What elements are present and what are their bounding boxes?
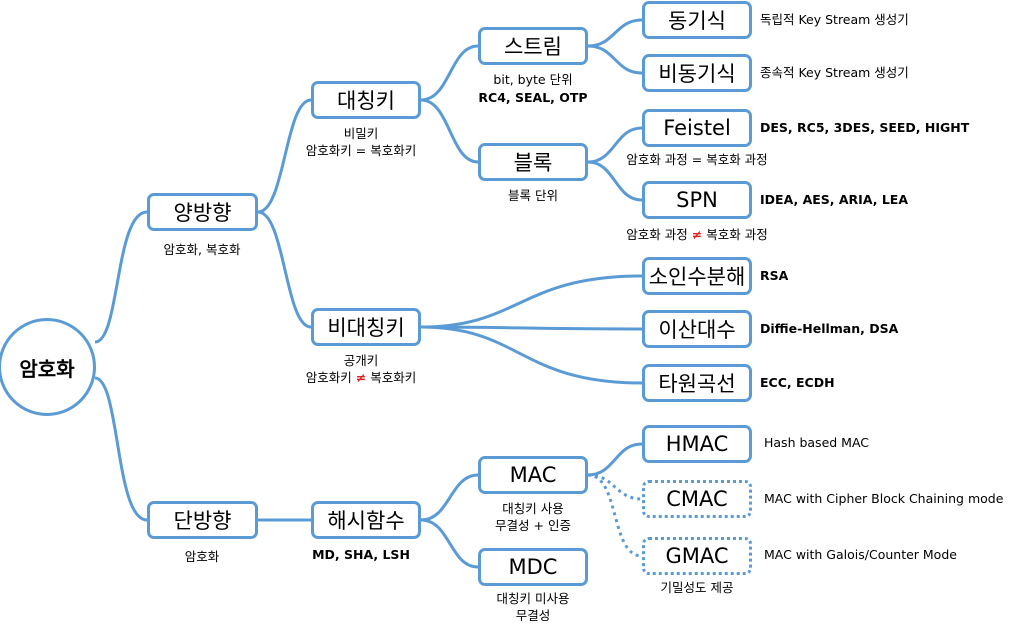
link-symmetric-stream [420, 44, 479, 102]
label-factorization: RSA [760, 268, 789, 283]
link-block-feistel [587, 126, 643, 164]
node-mdc: MDC [478, 548, 588, 586]
label-mdc-1: 대칭키 미사용 [496, 591, 570, 606]
node-gmac: GMAC [642, 537, 752, 575]
link-bidir-symmetric [257, 98, 312, 214]
node-hash-function: 해시함수 [311, 501, 421, 539]
link-symmetric-block [420, 98, 479, 164]
link-hash-mdc [420, 518, 479, 569]
label-spn-algorithms: IDEA, AES, ARIA, LEA [760, 192, 909, 207]
node-discrete-log: 이산대수 [642, 310, 752, 348]
label-unidirectional: 암호화 [184, 549, 220, 564]
node-bidirectional: 양방향 [147, 193, 258, 231]
label-spn-note: 암호화 과정 ≠ 복호화 과정 [626, 226, 767, 243]
node-feistel: Feistel [642, 109, 752, 147]
node-factorization: 소인수분해 [642, 257, 752, 295]
node-spn: SPN [642, 181, 752, 219]
label-spn-enc: 암호화 과정 [626, 227, 688, 242]
label-asymmetric-1: 공개키 [343, 353, 379, 368]
node-mac: MAC [478, 456, 588, 494]
link-root-bidirectional [94, 210, 148, 344]
node-block: 블록 [478, 143, 588, 181]
link-stream-sync [587, 18, 643, 48]
link-root-unidirectional [94, 376, 148, 522]
not-equal-sign: ≠ [355, 370, 367, 385]
node-stream: 스트림 [478, 27, 588, 65]
label-gmac: MAC with Galois/Counter Mode [764, 547, 957, 562]
label-stream-unit: bit, byte 단위 [493, 72, 573, 87]
node-cmac: CMAC [642, 480, 752, 518]
node-asymmetric: 비대칭키 [311, 308, 421, 346]
node-synchronous: 동기식 [642, 1, 752, 39]
not-equal-sign: ≠ [691, 227, 703, 242]
link-stream-async [587, 44, 643, 75]
label-feistel-algorithms: DES, RC5, 3DES, SEED, HIGHT [760, 120, 970, 135]
node-asynchronous: 비동기식 [642, 54, 752, 92]
label-elliptic-curve: ECC, ECDH [760, 375, 835, 390]
label-spn-dec: 복호화 과정 [706, 227, 768, 242]
label-asym-enc-key: 암호화키 [305, 370, 352, 385]
label-mac-1: 대칭키 사용 [502, 501, 564, 516]
node-hmac: HMAC [642, 425, 752, 463]
link-bidir-asymmetric [257, 210, 312, 329]
link-asym-ecc [420, 325, 643, 385]
label-block-unit: 블록 단위 [508, 188, 558, 203]
root-node-encryption: 암호화 [0, 318, 96, 416]
node-elliptic-curve: 타원곡선 [642, 364, 752, 402]
label-mdc-2: 무결성 [515, 608, 551, 623]
label-asymmetric-2: 암호화키 ≠ 복호화키 [306, 369, 416, 386]
label-discrete-log: Diffie-Hellman, DSA [760, 321, 899, 336]
label-bidirectional: 암호화, 복호화 [163, 242, 241, 257]
label-gmac-note: 기밀성도 제공 [660, 580, 734, 595]
label-feistel-note: 암호화 과정 = 복호화 과정 [626, 152, 768, 167]
node-unidirectional: 단방향 [147, 501, 258, 539]
link-mac-cmac [587, 473, 643, 501]
label-mac-2: 무결성 + 인증 [495, 518, 571, 533]
link-mac-hmac [587, 442, 643, 477]
link-hash-mac [420, 473, 479, 522]
label-asynchronous: 종속적 Key Stream 생성기 [760, 65, 909, 80]
link-block-spn [587, 160, 643, 202]
label-symmetric-2: 암호화키 = 복호화키 [305, 143, 417, 158]
label-stream-algorithms: RC4, SEAL, OTP [478, 90, 588, 105]
label-hmac: Hash based MAC [764, 435, 870, 450]
label-cmac: MAC with Cipher Block Chaining mode [764, 491, 1004, 506]
label-synchronous: 독립적 Key Stream 생성기 [760, 12, 909, 27]
label-symmetric-1: 비밀키 [343, 126, 379, 141]
label-hash-algorithms: MD, SHA, LSH [312, 547, 410, 562]
link-asym-dlog [420, 325, 643, 331]
label-asym-dec-key: 복호화키 [370, 370, 417, 385]
node-symmetric: 대칭키 [311, 81, 421, 119]
link-asym-factor [420, 274, 643, 329]
